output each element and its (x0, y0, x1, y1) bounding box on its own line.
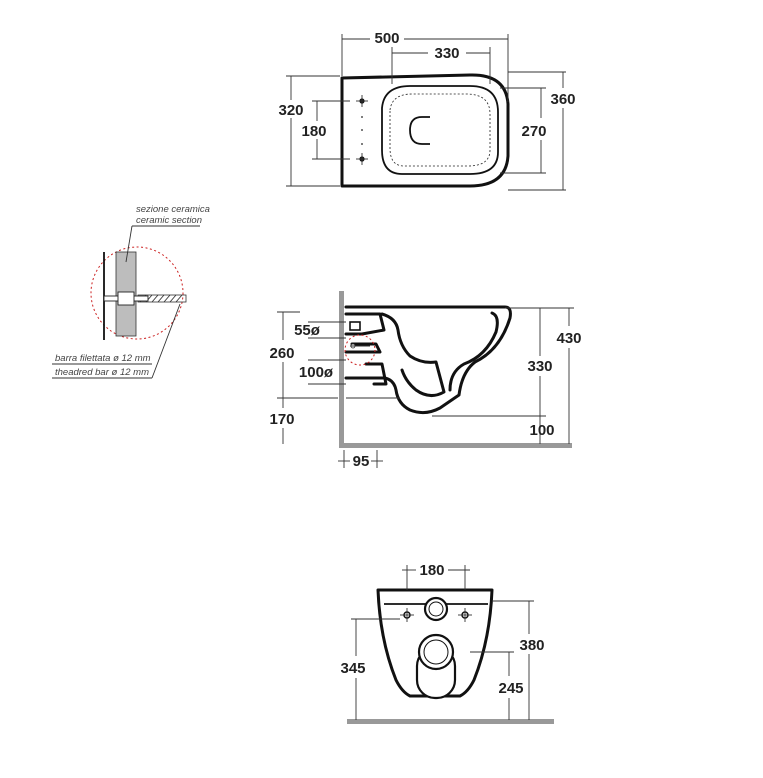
top-view-body (340, 73, 510, 188)
front-body-outline (376, 588, 494, 698)
side-body-outline (344, 305, 512, 415)
ceramic-section-detail: sezione ceramica ceramic section barra f… (52, 204, 210, 379)
top-view-bowl-inner (389, 93, 491, 167)
side-outlet-pipe (364, 362, 388, 386)
top-depth-right-label: 360 (550, 91, 575, 108)
top-depth-left-label: 320 (278, 102, 303, 119)
side-inlet (344, 312, 386, 336)
detail-circle (90, 246, 184, 340)
front-height-right-label: 380 (519, 637, 544, 654)
side-trap (380, 312, 446, 397)
top-width-label: 500 (374, 30, 399, 47)
top-outlet-distance-label: 330 (434, 45, 459, 62)
side-wall (339, 291, 344, 447)
side-outlet-height-label: 170 (269, 411, 294, 428)
side-wall-offset-label: 95 (353, 453, 370, 470)
side-rim (448, 311, 499, 392)
top-view-drain (409, 116, 430, 145)
side-bolt-height-label: 260 (269, 345, 294, 362)
top-bowl-depth-label: 270 (521, 123, 546, 140)
side-floor (339, 443, 572, 448)
top-view-bowl (381, 85, 499, 175)
front-floor (347, 719, 554, 724)
top-view: 500 330 320 180 360 270 (278, 30, 576, 191)
front-bolt-spacing-label: 180 (419, 562, 444, 579)
side-view: 55ø 100ø 260 170 430 330 100 95 (269, 291, 582, 470)
detail-label-section-it: sezione ceramica (136, 204, 210, 215)
top-bolt-spacing-label: 180 (301, 123, 326, 140)
side-outlet-label: 100ø (299, 364, 334, 381)
side-inlet-label: 55ø (294, 322, 321, 339)
front-height-left-label: 345 (340, 660, 365, 677)
side-total-height-label: 430 (556, 330, 581, 347)
front-view: 180 345 380 245 (340, 562, 554, 724)
front-inlet-hole (423, 596, 449, 622)
side-bowl-height-label: 330 (527, 358, 552, 375)
detail-label-bar-it: barra filettata ø 12 mm (55, 353, 151, 364)
front-outlet-height-label: 245 (498, 680, 523, 697)
detail-label-section-en: ceramic section (136, 215, 202, 226)
side-rim-offset-label: 100 (529, 422, 554, 439)
side-detail-marker (344, 334, 376, 366)
detail-label-bar-en: theadred bar ø 12 mm (55, 367, 149, 378)
